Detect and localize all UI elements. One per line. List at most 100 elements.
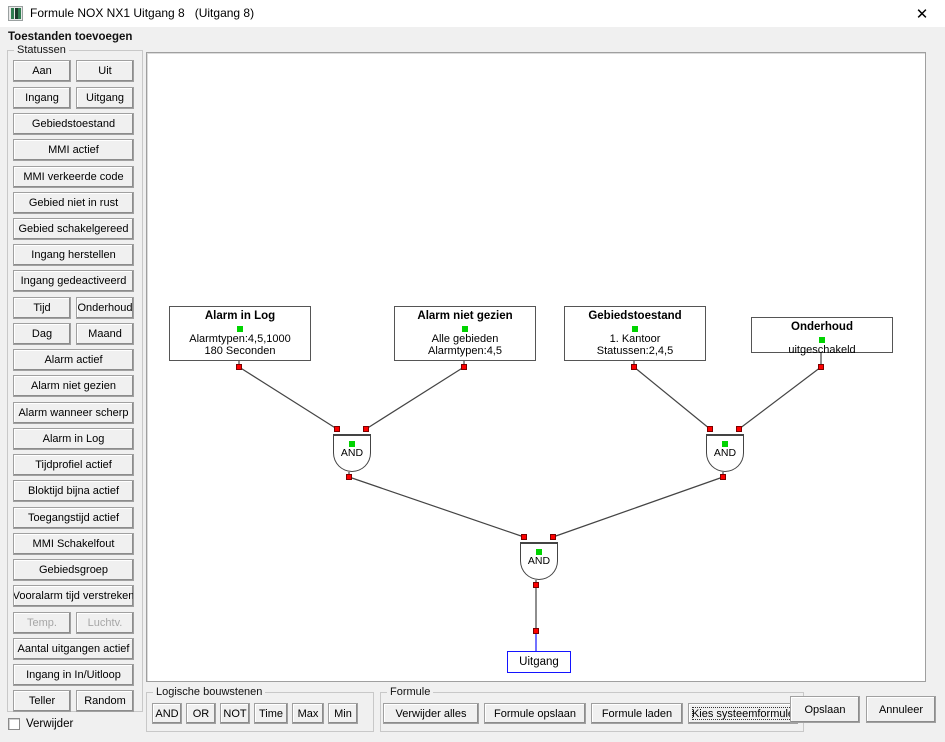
node-detail-line: Statussen:2,4,5 xyxy=(596,345,674,357)
status-button-ingang-herstellen[interactable]: Ingang herstellen xyxy=(13,244,134,266)
gate-label: AND xyxy=(527,555,551,567)
node-title: Alarm niet gezien xyxy=(417,310,513,322)
window-title: Formule NOX NX1 Uitgang 8 (Uitgang 8) xyxy=(30,6,255,20)
connection-port[interactable] xyxy=(550,534,556,540)
status-button-ingang-gedeactiveerd[interactable]: Ingang gedeactiveerd xyxy=(13,270,134,292)
status-button-dag[interactable]: Dag xyxy=(13,323,71,345)
logic-gate-and-1[interactable]: AND xyxy=(333,434,371,472)
logic-group-legend: Logische bouwstenen xyxy=(153,686,266,698)
connection-wire xyxy=(633,366,711,430)
node-title: Gebiedstoestand xyxy=(588,310,682,322)
status-button-tijdprofiel-actief[interactable]: Tijdprofiel actief xyxy=(13,454,134,476)
node-detail-line: 180 Seconden xyxy=(204,345,276,357)
logic-button-min[interactable]: Min xyxy=(328,703,358,724)
logic-button-or[interactable]: OR xyxy=(186,703,216,724)
title-bar: Formule NOX NX1 Uitgang 8 (Uitgang 8) ✕ xyxy=(0,0,945,27)
status-button-uit[interactable]: Uit xyxy=(76,60,134,82)
status-button-gebied-schakelgereed[interactable]: Gebied schakelgereed xyxy=(13,218,134,240)
gate-label: AND xyxy=(713,447,737,459)
logic-button-and[interactable]: AND xyxy=(152,703,182,724)
node-detail-line: uitgeschakeld xyxy=(788,344,856,356)
status-button-bloktijd-bijna-actief[interactable]: Bloktijd bijna actief xyxy=(13,480,134,502)
status-button-teller[interactable]: Teller xyxy=(13,690,71,712)
app-bars-icon xyxy=(8,6,23,21)
status-button-tijd[interactable]: Tijd xyxy=(13,297,71,319)
gate-body xyxy=(520,542,558,580)
status-button-mmi-actief[interactable]: MMI actief xyxy=(13,139,134,161)
formule-group-legend: Formule xyxy=(387,686,434,698)
focus-ring: Kies systeemformule xyxy=(691,707,795,720)
diagram-output-node[interactable]: Uitgang xyxy=(507,651,571,673)
formule-button-verwijder-alles[interactable]: Verwijder alles xyxy=(383,703,479,724)
action-button-opslaan[interactable]: Opslaan xyxy=(790,696,860,723)
status-button-alarm-wanneer-scherp[interactable]: Alarm wanneer scherp xyxy=(13,402,134,424)
status-button-uitgang[interactable]: Uitgang xyxy=(76,87,134,109)
status-button-gebied-niet-in-rust[interactable]: Gebied niet in rust xyxy=(13,192,134,214)
gate-status-led xyxy=(536,549,542,555)
connection-port[interactable] xyxy=(236,364,242,370)
status-button-gebiedstoestand[interactable]: Gebiedstoestand xyxy=(13,113,134,135)
status-button-alarm-in-log[interactable]: Alarm in Log xyxy=(13,428,134,450)
status-button-gebiedsgroep[interactable]: Gebiedsgroep xyxy=(13,559,134,581)
connection-port[interactable] xyxy=(334,426,340,432)
status-button-onderhoud[interactable]: Onderhoud xyxy=(76,297,134,319)
connection-port[interactable] xyxy=(631,364,637,370)
verwijder-checkbox-box[interactable] xyxy=(8,718,20,730)
status-button-alarm-niet-gezien[interactable]: Alarm niet gezien xyxy=(13,375,134,397)
connection-port[interactable] xyxy=(707,426,713,432)
logic-group: Logische bouwstenen xyxy=(146,686,374,732)
statussen-group: Statussen xyxy=(7,44,143,712)
connection-port[interactable] xyxy=(346,474,352,480)
status-button-toegangstijd-actief[interactable]: Toegangstijd actief xyxy=(13,507,134,529)
action-button-annuleer[interactable]: Annuleer xyxy=(866,696,936,723)
status-button-alarm-actief[interactable]: Alarm actief xyxy=(13,349,134,371)
verwijder-checkbox-label: Verwijder xyxy=(26,718,74,730)
node-status-led xyxy=(819,337,825,343)
node-title: Alarm in Log xyxy=(204,310,276,322)
connection-port[interactable] xyxy=(461,364,467,370)
logic-gate-and-3[interactable]: AND xyxy=(520,542,558,580)
connection-wire xyxy=(738,366,822,430)
logic-button-not[interactable]: NOT xyxy=(220,703,250,724)
section-subtitle: Toestanden toevoegen xyxy=(8,31,133,43)
connection-port[interactable] xyxy=(363,426,369,432)
connection-port[interactable] xyxy=(818,364,824,370)
connection-port[interactable] xyxy=(533,582,539,588)
status-button-aantal-uitgangen-actief[interactable]: Aantal uitgangen actief xyxy=(13,638,134,660)
diagram-node-onderhoud[interactable]: Onderhoud uitgeschakeld xyxy=(751,317,893,356)
status-button-aan[interactable]: Aan xyxy=(13,60,71,82)
connection-port[interactable] xyxy=(736,426,742,432)
connection-port[interactable] xyxy=(720,474,726,480)
status-button-vooralarm-tijd-verstreken[interactable]: Vooralarm tijd verstreken xyxy=(13,585,134,607)
node-status-led xyxy=(237,326,243,332)
connection-port[interactable] xyxy=(521,534,527,540)
status-button-ingang-in-in-uitloop[interactable]: Ingang in In/Uitloop xyxy=(13,664,134,686)
logic-gate-and-2[interactable]: AND xyxy=(706,434,744,472)
gate-status-led xyxy=(722,441,728,447)
formule-button-formule-opslaan[interactable]: Formule opslaan xyxy=(484,703,586,724)
status-button-maand[interactable]: Maand xyxy=(76,323,134,345)
node-title: Onderhoud xyxy=(791,321,853,333)
connection-port[interactable] xyxy=(533,628,539,634)
node-detail-line: Alarmtypen:4,5 xyxy=(428,345,502,357)
connection-wire xyxy=(552,476,724,538)
status-button-luchtv: Luchtv. xyxy=(76,612,134,634)
connection-wire xyxy=(238,366,338,430)
status-button-random[interactable]: Random xyxy=(76,690,134,712)
logic-button-max[interactable]: Max xyxy=(292,703,324,724)
logic-button-time[interactable]: Time xyxy=(254,703,288,724)
node-detail-line: Alle gebieden xyxy=(431,333,499,345)
status-button-mmi-schakelfout[interactable]: MMI Schakelfout xyxy=(13,533,134,555)
formule-button-formule-laden[interactable]: Formule laden xyxy=(591,703,683,724)
close-icon[interactable]: ✕ xyxy=(915,5,929,23)
status-button-temp: Temp. xyxy=(13,612,71,634)
verwijder-checkbox[interactable]: Verwijder xyxy=(8,718,73,730)
formule-button-kies-systeemformule[interactable]: Kies systeemformule xyxy=(688,703,798,724)
status-button-mmi-verkeerde-code[interactable]: MMI verkeerde code xyxy=(13,166,134,188)
status-button-ingang[interactable]: Ingang xyxy=(13,87,71,109)
